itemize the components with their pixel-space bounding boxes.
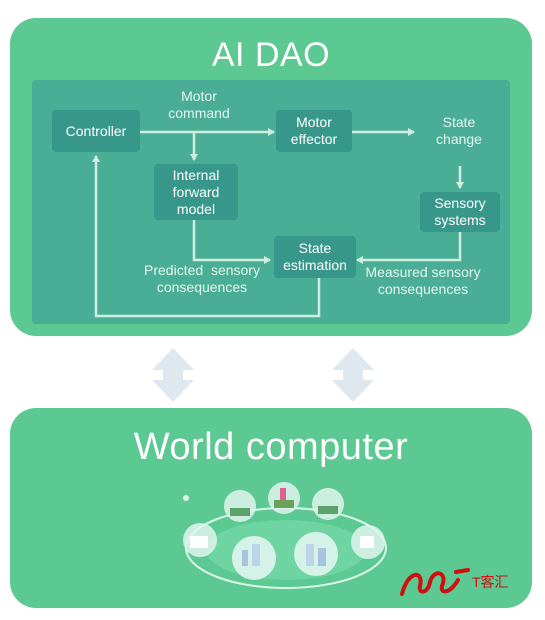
motor-command-line-1: Motor	[181, 88, 217, 104]
double-arrow-icon	[152, 348, 194, 402]
dome-icon	[312, 488, 344, 520]
predicted-line-2: consequences	[156, 279, 248, 295]
world-computer-title: World computer	[133, 426, 409, 468]
sensory-systems-box: Sensory systems	[420, 192, 500, 232]
watermark-text: T客汇	[472, 574, 509, 590]
dome-icon	[183, 523, 217, 557]
predicted-sensory-label: Predicted sensory consequences	[128, 262, 276, 296]
double-arrow-icon	[332, 348, 374, 402]
watermark-swirl-icon	[400, 568, 470, 596]
ai-dao-panel: AI DAO	[10, 18, 532, 336]
sensory-systems-line-1: Sensory	[434, 195, 486, 211]
motor-command-line-2: command	[168, 105, 230, 121]
state-estimation-line-2: estimation	[283, 257, 347, 273]
controller-label: Controller	[65, 122, 127, 139]
flow-connectors	[92, 128, 464, 318]
motor-effector-line-1: Motor	[296, 114, 332, 130]
model-to-estimation-line	[192, 218, 271, 264]
feedback-to-controller-line	[92, 155, 321, 318]
state-change-line-1: State	[442, 114, 476, 130]
state-estimation-box: State estimation	[274, 236, 356, 278]
world-computer-illustration	[183, 482, 387, 589]
sensory-systems-line-2: systems	[434, 212, 486, 228]
internal-forward-model-box: Internal forward model	[154, 164, 238, 220]
forward-model-line-2: forward	[172, 183, 220, 200]
measured-line-1: Measured sensory	[365, 264, 481, 280]
watermark-logo: T客汇	[398, 564, 509, 600]
dome-icon	[224, 490, 256, 522]
sensory-to-estimation-line	[356, 230, 462, 264]
dome-icon	[268, 482, 300, 514]
measured-sensory-label: Measured sensory consequences	[356, 264, 490, 298]
motor-effector-box: Motor effector	[276, 110, 352, 152]
motor-effector-line-2: effector	[290, 131, 338, 147]
state-change-line-2: change	[436, 131, 482, 147]
dome-icon	[232, 536, 276, 580]
state-estimation-line-1: State	[298, 240, 332, 256]
ai-dao-title: AI DAO	[211, 36, 331, 74]
dome-icon	[351, 525, 385, 559]
forward-model-line-1: Internal	[172, 166, 220, 183]
state-change-label: State change	[428, 114, 490, 148]
predicted-line-1: Predicted sensory	[144, 262, 260, 278]
motor-command-label: Motor command	[152, 88, 246, 122]
control-loop-diagram: Controller Motor command Motor effector …	[32, 80, 510, 324]
dome-icon	[294, 532, 338, 576]
controller-box: Controller	[52, 110, 140, 152]
forward-model-line-3: model	[176, 200, 216, 217]
measured-line-2: consequences	[377, 281, 469, 297]
